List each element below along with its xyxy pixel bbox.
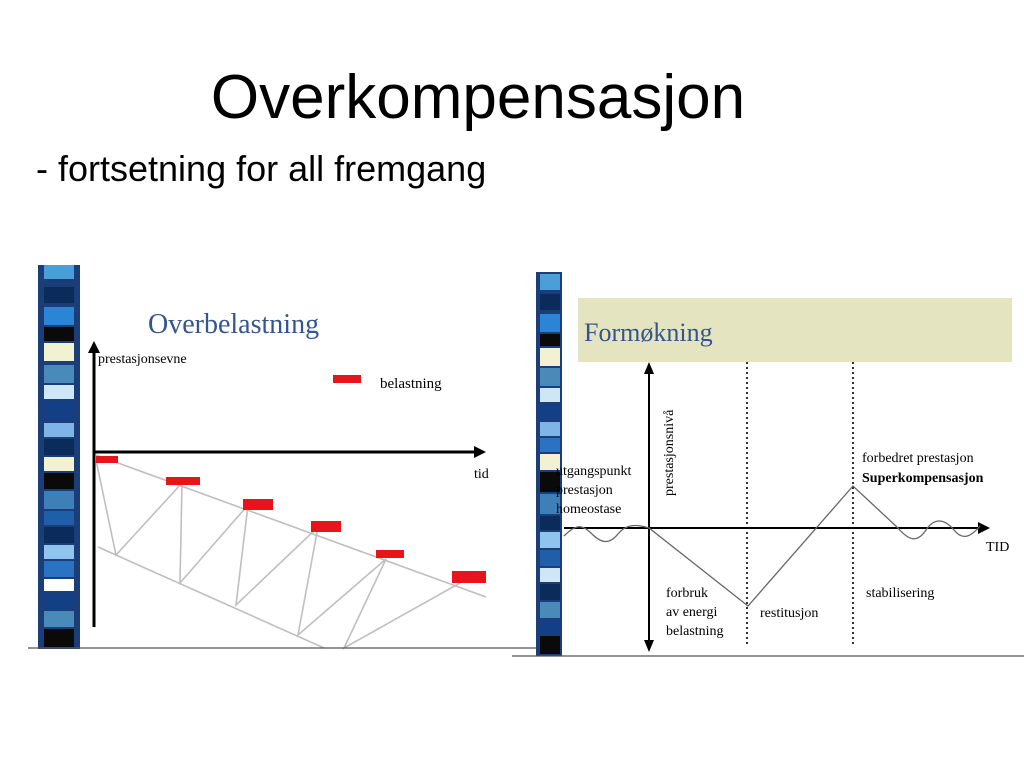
- y-axis-up-arrow-icon: [644, 362, 654, 374]
- supercompensation-diagram-svg: Formøkning prestasjonsnivå TID utgangspu…: [512, 272, 1024, 657]
- x-axis-arrow-icon: [978, 522, 990, 534]
- load-marker: [96, 456, 118, 463]
- supercompensation-title: Formøkning: [584, 318, 713, 347]
- load-marker: [376, 550, 404, 558]
- load-markers: [96, 456, 486, 583]
- performance-curve: [563, 485, 981, 607]
- supercompensation-diagram: Formøkning prestasjonsnivå TID utgangspu…: [512, 272, 1024, 662]
- overload-diagram: Overbelastning prestasjonsevne tid belas…: [28, 265, 540, 657]
- legend-label: belastning: [380, 376, 442, 392]
- phase-label-line: belastning: [666, 624, 724, 639]
- phase-label-recovery: restitusjon: [760, 606, 818, 621]
- overload-diagram-svg: Overbelastning prestasjonsevne tid belas…: [28, 265, 540, 650]
- load-marker: [166, 477, 200, 485]
- phase-label-line: forbruk: [666, 586, 708, 601]
- decorative-strip: [536, 272, 562, 656]
- overload-title: Overbelastning: [148, 309, 319, 340]
- baseline-label-line: prestasjon: [556, 483, 613, 498]
- phase-label-line: av energi: [666, 605, 718, 620]
- legend-marker: [333, 375, 361, 383]
- y-axis-label: prestasjonsnivå: [662, 409, 677, 496]
- x-axis-label: TID: [986, 540, 1009, 555]
- decorative-strip: [38, 265, 80, 649]
- baseline-label-line: homeostase: [556, 502, 621, 517]
- x-axis-label: tid: [474, 467, 489, 482]
- y-axis-arrow-icon: [88, 341, 100, 353]
- peak-title: Superkompensasjon: [862, 471, 984, 486]
- baseline-label: utgangspunkt prestasjon homeostase: [556, 464, 632, 517]
- slide-title: Overkompensasjon: [210, 63, 746, 132]
- y-axis-down-arrow-icon: [644, 640, 654, 652]
- phase-label-load: forbruk av energi belastning: [666, 586, 724, 639]
- overload-band: [95, 454, 487, 650]
- phase-label-stabilization: stabilisering: [866, 586, 934, 601]
- y-axis-label: prestasjonsevne: [98, 352, 187, 367]
- slide-subtitle: - fortsetning for all fremgang: [36, 148, 487, 189]
- load-marker: [452, 571, 486, 583]
- load-marker: [243, 499, 273, 510]
- header-bar: [578, 298, 1012, 362]
- baseline-label-line: utgangspunkt: [556, 464, 632, 479]
- load-marker: [311, 521, 341, 532]
- peak-label: forbedret prestasjon: [862, 451, 974, 466]
- x-axis-arrow-icon: [474, 446, 486, 458]
